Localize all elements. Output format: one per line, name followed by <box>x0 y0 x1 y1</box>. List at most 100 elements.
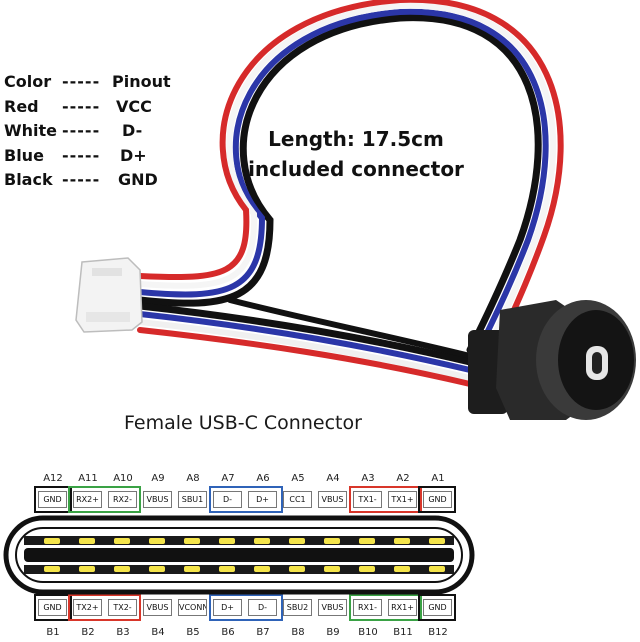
pin-label-bottom: TX2- <box>108 599 137 616</box>
contact-pad <box>324 538 340 544</box>
legend-color: Blue <box>4 145 44 165</box>
pin-label-top: TX1+ <box>388 491 417 508</box>
pin-number-top: A10 <box>113 473 133 484</box>
legend-dash: ----- <box>62 170 101 189</box>
contact-pad <box>114 566 130 572</box>
contact-pad <box>254 538 270 544</box>
pin-label-top: D+ <box>248 491 277 508</box>
pin-number-top: A1 <box>431 473 445 484</box>
pin-number-top: A11 <box>78 473 98 484</box>
pin-number-bottom: B9 <box>326 627 340 638</box>
connector-title: Female USB-C Connector <box>124 412 362 434</box>
pin-label-top: VBUS <box>143 491 172 508</box>
pin-label-bottom: GND <box>423 599 452 616</box>
pin-group-tx2 <box>68 594 141 621</box>
pin-group-rx1 <box>349 594 422 621</box>
pin-number-top: A3 <box>361 473 375 484</box>
contact-pad <box>114 538 130 544</box>
pin-label-bottom: VBUS <box>318 599 347 616</box>
legend-pin: VCC <box>116 96 152 116</box>
pin-label-bottom: VCONN <box>178 599 207 616</box>
pin-number-bottom: B3 <box>116 627 130 638</box>
pin-label-bottom: RX1+ <box>388 599 417 616</box>
pin-label-top: VBUS <box>318 491 347 508</box>
pin-label-bottom: RX1- <box>353 599 382 616</box>
contact-pad <box>254 566 270 572</box>
contact-pad <box>79 566 95 572</box>
connector-note-line: included connector <box>248 157 464 181</box>
legend-dash: ----- <box>62 121 101 140</box>
contact-pad <box>359 538 375 544</box>
pin-number-top: A8 <box>186 473 200 484</box>
pin-group-rx2 <box>68 486 141 513</box>
pin-number-bottom: B4 <box>151 627 165 638</box>
pin-label-top: RX2+ <box>73 491 102 508</box>
pin-number-bottom: B8 <box>291 627 305 638</box>
jst-plug <box>75 257 143 333</box>
pin-number-bottom: B12 <box>428 627 448 638</box>
pin-label-top: SBU1 <box>178 491 207 508</box>
contact-pad <box>184 566 200 572</box>
contact-pad <box>429 566 445 572</box>
legend-pin: D+ <box>120 145 147 165</box>
pin-group-tx1 <box>349 486 422 513</box>
pin-label-bottom: D+ <box>213 599 242 616</box>
legend-color: White <box>4 121 58 140</box>
length-line: Length: 17.5cm <box>268 127 444 151</box>
pin-number-top: A5 <box>291 473 305 484</box>
pin-group-gnd <box>34 594 72 621</box>
contact-pad <box>149 538 165 544</box>
pin-number-bottom: B5 <box>186 627 200 638</box>
contact-pad <box>289 566 305 572</box>
contact-pad <box>184 538 200 544</box>
pin-number-bottom: B1 <box>46 627 60 638</box>
pin-number-top: A12 <box>43 473 63 484</box>
pin-group-gnd <box>418 594 456 621</box>
contact-pad <box>149 566 165 572</box>
legend-dash: ----- <box>62 72 101 91</box>
contact-pad <box>359 566 375 572</box>
pin-label-top: RX2- <box>108 491 137 508</box>
legend-pin: D- <box>122 121 143 140</box>
legend-pin: GND <box>118 170 158 189</box>
pin-group-data <box>209 486 283 513</box>
pin-group-gnd <box>34 486 72 513</box>
contact-pad <box>79 538 95 544</box>
pin-number-top: A9 <box>151 473 165 484</box>
contact-pad <box>394 566 410 572</box>
pin-label-bottom: TX2+ <box>73 599 102 616</box>
pin-number-bottom: B10 <box>358 627 378 638</box>
pin-label-top: D- <box>213 491 242 508</box>
contact-pad <box>44 538 60 544</box>
legend-color: Red <box>4 96 39 116</box>
contact-pads <box>44 538 445 572</box>
pin-label-bottom: GND <box>38 599 67 616</box>
pin-label-top: CC1 <box>283 491 312 508</box>
pin-number-top: A4 <box>326 473 340 484</box>
legend-dash: ----- <box>62 145 101 165</box>
contact-pad <box>394 538 410 544</box>
contact-pad <box>219 538 235 544</box>
pin-number-top: A7 <box>221 473 235 484</box>
legend-pin-header: Pinout <box>112 72 171 91</box>
pin-label-bottom: D- <box>248 599 277 616</box>
pin-number-bottom: B2 <box>81 627 95 638</box>
contact-pad <box>324 566 340 572</box>
legend-color: Black <box>4 170 53 189</box>
pin-group-gnd <box>418 486 456 513</box>
pin-label-bottom: VBUS <box>143 599 172 616</box>
pin-label-top: GND <box>38 491 67 508</box>
pin-number-top: A6 <box>256 473 270 484</box>
legend-color-header: Color <box>4 72 52 91</box>
usb-c-panel-mount <box>468 300 636 420</box>
pin-label-top: TX1- <box>353 491 382 508</box>
pin-number-bottom: B11 <box>393 627 413 638</box>
pin-label-top: GND <box>423 491 452 508</box>
contact-pad <box>289 538 305 544</box>
contact-pad <box>44 566 60 572</box>
legend-dash: ----- <box>62 96 101 116</box>
pin-label-bottom: SBU2 <box>283 599 312 616</box>
contact-pad <box>219 566 235 572</box>
pin-group-data <box>209 594 283 621</box>
